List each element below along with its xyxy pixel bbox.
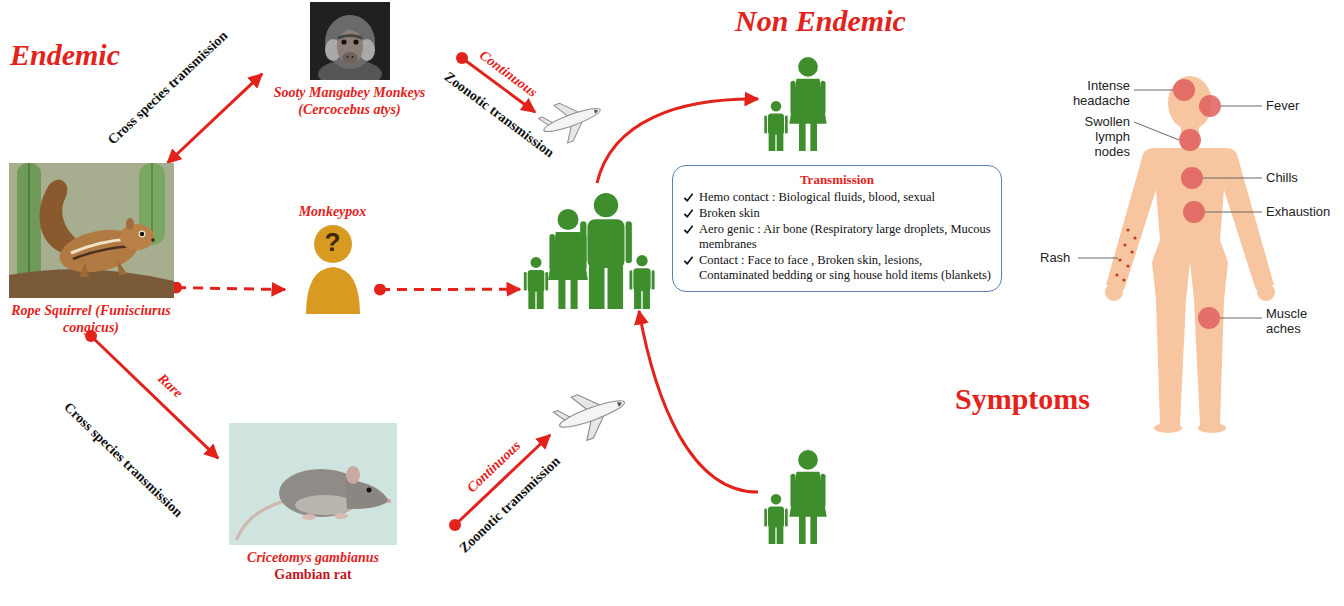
list-item: Broken skin: [699, 206, 760, 221]
edge-label: Cross species transmission: [60, 399, 185, 520]
dashed-connector: [176, 288, 285, 290]
people-group: [758, 448, 833, 546]
list-item: Contact : Face to face , Broken skin, le…: [699, 253, 991, 283]
symptom-label: Exhaustion: [1266, 204, 1330, 219]
node-caption: Rope Squirrel (Funisciurus congicus): [6, 302, 176, 336]
airplane: [551, 381, 633, 448]
body-figure: [1105, 76, 1275, 433]
text-box: TransmissionHemo contact : Biological fl…: [672, 165, 1002, 292]
check-mark: [683, 255, 694, 266]
arrow-label: Zoonotic transmission: [456, 454, 563, 557]
region-title: Non Endemic: [735, 4, 906, 38]
people-group-node: [520, 183, 660, 311]
animal-node: Rope Squirrel (Funisciurus congicus): [6, 163, 176, 336]
section-title: Symptoms: [955, 382, 1090, 416]
symptom-spot: [1173, 79, 1221, 329]
person-node: Monkeypox?: [285, 203, 380, 314]
person-icon-holder: ?: [303, 222, 363, 314]
list-row: Broken skin: [683, 206, 991, 221]
symptom-label: Muscle aches: [1266, 306, 1316, 336]
arrow-label: Zoonotic transmission: [441, 69, 557, 161]
symptom-label: Chills: [1266, 170, 1298, 185]
dashed-connector: [380, 288, 520, 291]
check-mark: [683, 192, 694, 203]
list-row: Hemo contact : Biological fluids, blood,…: [683, 190, 991, 205]
edge-label: Cross species transmission: [105, 28, 231, 148]
animal-node: Sooty Mangabey Monkeys (Cercocebus atys): [262, 2, 437, 118]
people-group: [758, 55, 833, 153]
arrow-label: Rare: [154, 371, 185, 402]
check-mark: [683, 208, 694, 219]
symptom-label: Rash: [1040, 250, 1070, 265]
animal-node: Cricetomys gambianusGambian rat: [218, 423, 408, 583]
symptom-label: Intense headache: [1070, 78, 1130, 108]
list-item: Aero genic : Air bone (Respiratory large…: [699, 222, 991, 252]
region-title: Endemic: [10, 38, 120, 72]
people-group-node: [758, 448, 833, 546]
list-row: Contact : Face to face , Broken skin, le…: [683, 253, 991, 283]
rash-dots: [1115, 228, 1136, 281]
arrow-label: Continuous: [476, 47, 540, 100]
symptom-label: Swollen lymph nodes: [1070, 114, 1130, 159]
node-caption: Monkeypox: [285, 203, 380, 220]
people-group-node: [758, 55, 833, 153]
monkey-photo: [310, 2, 390, 80]
list-row: Aero genic : Air bone (Respiratory large…: [683, 222, 991, 252]
rat-photo: [229, 423, 397, 545]
box-heading: Transmission: [683, 172, 991, 188]
node-caption: Cricetomys gambianus: [218, 549, 408, 566]
node-caption: Gambian rat: [218, 566, 408, 583]
check-mark: [683, 224, 694, 235]
list-item: Hemo contact : Biological fluids, blood,…: [699, 190, 935, 205]
node-caption: Sooty Mangabey Monkeys (Cercocebus atys): [262, 84, 437, 118]
question-mark: ?: [303, 227, 363, 257]
squirrel-photo: [9, 163, 174, 298]
connector: [639, 311, 758, 492]
symptom-label: Fever: [1266, 98, 1299, 113]
connector: [168, 74, 263, 163]
people-group: [520, 183, 660, 311]
